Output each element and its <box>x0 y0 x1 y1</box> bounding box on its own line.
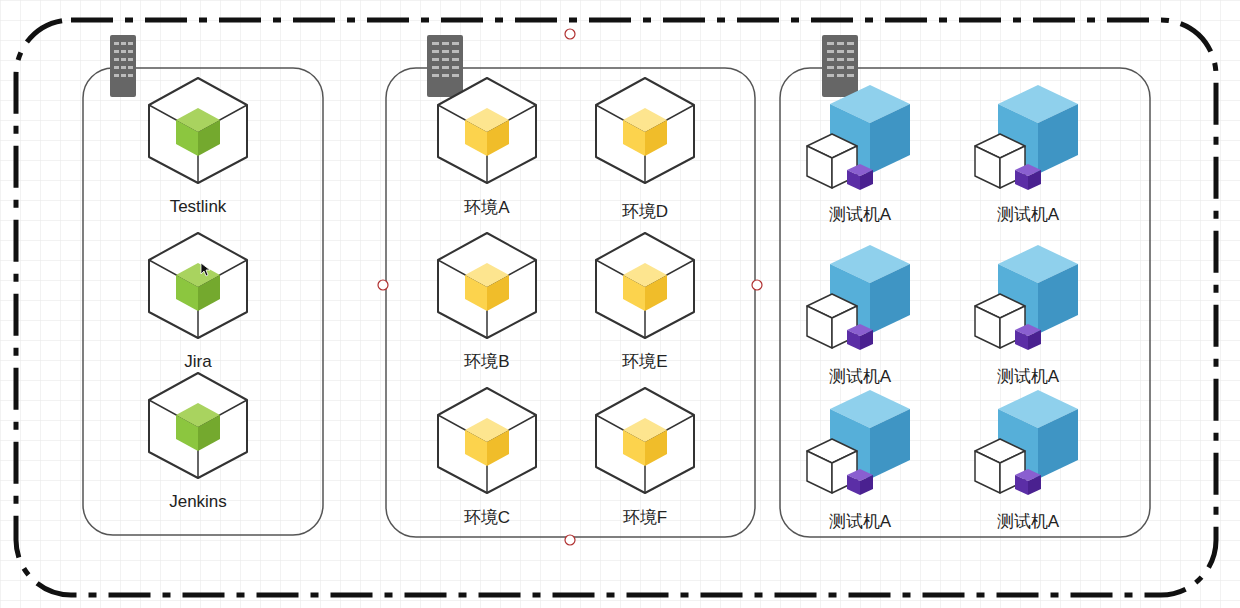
node-label: 测试机A <box>790 205 930 225</box>
outer-boundary <box>16 20 1216 595</box>
environment-node: 环境E <box>575 230 715 376</box>
environment-node: 环境D <box>575 75 715 226</box>
tool-node: Jenkins <box>128 370 268 516</box>
environment-node: 环境F <box>575 385 715 532</box>
test-machine-node: 测试机A <box>790 242 930 391</box>
environment-node: 环境A <box>417 75 557 222</box>
hex-cube-icon <box>590 230 700 341</box>
building-icon <box>110 35 136 97</box>
test-machine-node: 测试机A <box>790 82 930 229</box>
node-label: Jenkins <box>128 492 268 512</box>
building-icon <box>427 35 463 97</box>
node-label: 环境D <box>575 202 715 222</box>
server-cube-icon <box>805 387 915 498</box>
node-label: 环境B <box>417 352 557 372</box>
node-label: Jira <box>128 352 268 372</box>
test-machine-node: 测试机A <box>958 387 1098 536</box>
hex-cube-icon <box>590 75 700 186</box>
node-label: 环境C <box>417 508 557 528</box>
node-label: 环境A <box>417 198 557 218</box>
node-label: 测试机A <box>958 367 1098 387</box>
hex-cube-icon <box>432 230 542 341</box>
building-icon <box>822 35 858 97</box>
environment-panel <box>386 68 755 537</box>
tools-panel <box>83 68 323 535</box>
test-machine-node: 测试机A <box>958 242 1098 391</box>
server-cube-icon <box>973 387 1083 498</box>
selection-handles <box>378 29 762 545</box>
environment-node: 环境C <box>417 385 557 532</box>
test-machine-node: 测试机A <box>958 82 1098 229</box>
node-label: 环境F <box>575 508 715 528</box>
node-label: Testlink <box>128 197 268 217</box>
tool-node: Jira <box>128 230 268 376</box>
hex-cube-icon <box>143 370 253 481</box>
server-cube-icon <box>805 82 915 193</box>
hex-cube-icon <box>143 230 253 341</box>
hex-cube-icon <box>590 385 700 496</box>
server-cube-icon <box>973 82 1083 193</box>
test-machine-node: 测试机A <box>790 387 930 536</box>
mouse-cursor <box>200 262 212 278</box>
node-label: 测试机A <box>790 512 930 532</box>
hex-cube-icon <box>143 75 253 186</box>
node-label: 测试机A <box>958 205 1098 225</box>
test-machine-panel <box>780 68 1150 537</box>
hex-cube-icon <box>432 75 542 186</box>
node-label: 测试机A <box>790 367 930 387</box>
environment-node: 环境B <box>417 230 557 376</box>
server-cube-icon <box>973 242 1083 353</box>
tool-node: Testlink <box>128 75 268 221</box>
node-label: 测试机A <box>958 512 1098 532</box>
hex-cube-icon <box>432 385 542 496</box>
server-cube-icon <box>805 242 915 353</box>
node-label: 环境E <box>575 352 715 372</box>
